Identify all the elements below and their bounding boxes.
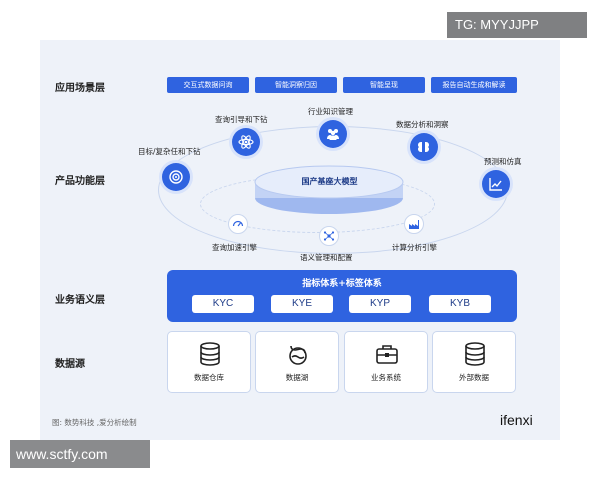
watermark-top: TG: MYYJJPP bbox=[447, 12, 587, 38]
database-icon bbox=[200, 342, 220, 366]
datasource-label: 业务系统 bbox=[371, 373, 401, 382]
lake-icon bbox=[289, 345, 307, 365]
layer-label-datasource: 数据源 bbox=[55, 359, 85, 370]
figure-source-note: 图: 数势科技 ,爱分析绘制 bbox=[52, 418, 137, 427]
gauge-icon bbox=[228, 214, 248, 234]
foundation-model-platform bbox=[254, 165, 404, 214]
node-label-accel: 查询加速引擎 bbox=[212, 243, 257, 252]
brain-icon bbox=[410, 133, 438, 161]
semantic-title: 指标体系+标签体系 bbox=[302, 279, 382, 289]
ifenxi-logo: ifenxi bbox=[500, 412, 533, 428]
datasource-lake: 数据湖 bbox=[255, 331, 339, 393]
chart-icon bbox=[482, 170, 510, 198]
layer-label-semantic: 业务语义层 bbox=[55, 295, 105, 306]
semantic-item-kye: KYE bbox=[271, 295, 333, 313]
datasource-label: 数据湖 bbox=[285, 373, 309, 382]
layer-label-application: 应用场景层 bbox=[55, 83, 105, 94]
application-item: 交互式数据问询 bbox=[167, 77, 249, 93]
semantic-item-kyb: KYB bbox=[429, 295, 491, 313]
application-item: 报告自动生成和解读 bbox=[431, 77, 517, 93]
datasource-warehouse: 数据仓库 bbox=[167, 331, 251, 393]
briefcase-icon bbox=[376, 345, 398, 364]
people-icon bbox=[319, 120, 347, 148]
application-item: 智能洞察归因 bbox=[255, 77, 337, 93]
datasource-label: 数据仓库 bbox=[194, 373, 224, 382]
node-label-compute: 计算分析引擎 bbox=[392, 243, 437, 252]
atom-icon bbox=[232, 128, 260, 156]
semantic-item-kyc: KYC bbox=[192, 295, 254, 313]
watermark-bottom: www.sctfy.com bbox=[10, 440, 150, 468]
node-label-semantic-mgmt: 语义管理和配置 bbox=[300, 253, 353, 262]
semantic-item-kyp: KYP bbox=[349, 295, 411, 313]
factory-icon bbox=[404, 214, 424, 234]
application-item: 智能呈现 bbox=[343, 77, 425, 93]
node-label-forecast: 预测和仿真 bbox=[484, 157, 522, 166]
network-icon bbox=[319, 226, 339, 246]
foundation-model-label: 国产基座大模型 bbox=[301, 177, 358, 186]
datasource-business: 业务系统 bbox=[344, 331, 428, 393]
node-label-knowledge: 行业知识管理 bbox=[308, 107, 353, 116]
semantic-layer-box: 指标体系+标签体系 KYC KYE KYP KYB bbox=[167, 270, 517, 322]
node-label-query: 查询引导和下钻 bbox=[215, 115, 268, 124]
layer-label-product: 产品功能层 bbox=[55, 176, 105, 187]
node-label-target: 目标/复杂任和下钻 bbox=[138, 147, 201, 156]
datasource-label: 外部数据 bbox=[459, 373, 489, 382]
target-icon bbox=[162, 163, 190, 191]
node-label-analysis: 数据分析和洞察 bbox=[396, 120, 449, 129]
database-icon bbox=[465, 342, 485, 366]
datasource-external: 外部数据 bbox=[432, 331, 516, 393]
